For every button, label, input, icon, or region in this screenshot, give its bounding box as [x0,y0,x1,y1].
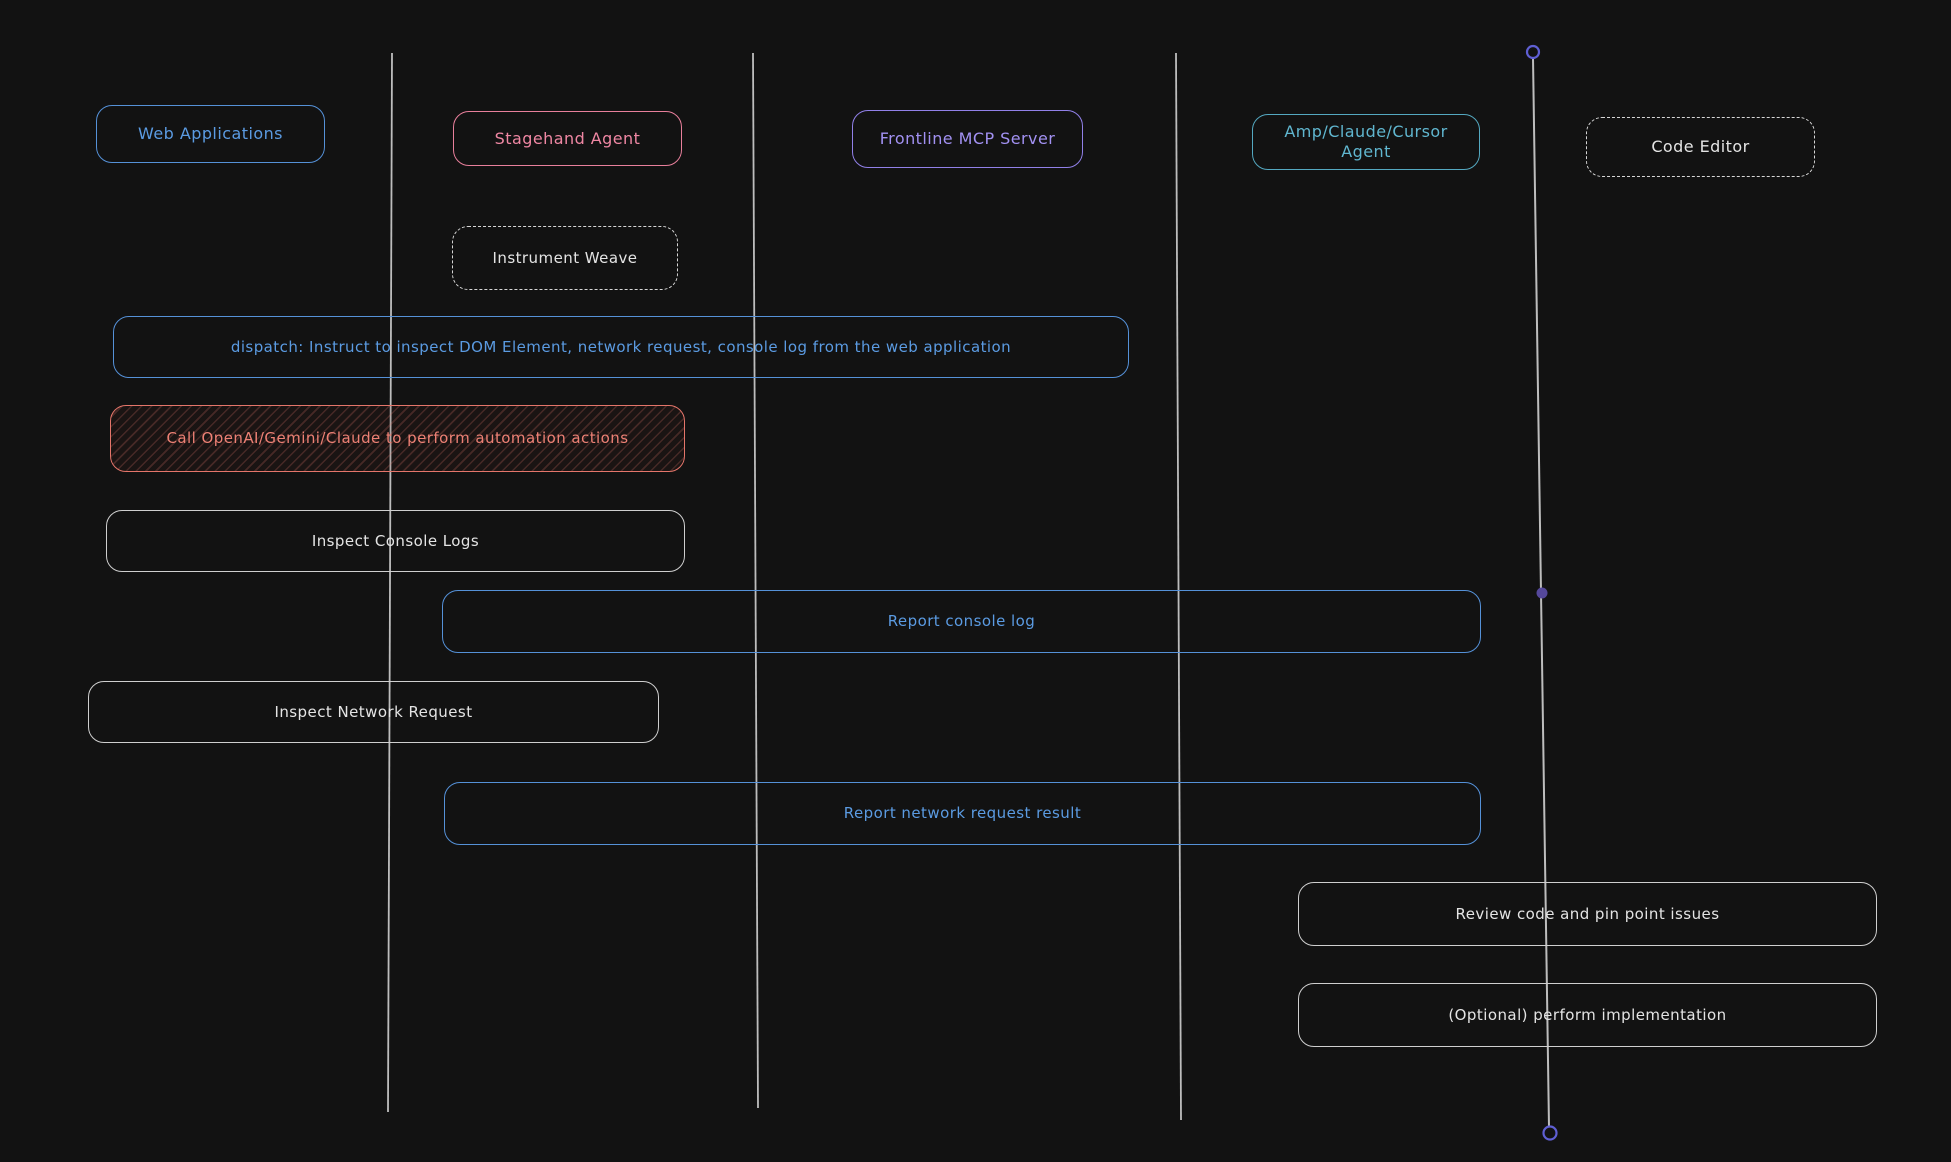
code-editor-connector-bottom-circle [1542,1125,1558,1141]
msg-label-inspect-console-logs: Inspect Console Logs [311,531,480,550]
msg-label-dispatch-instruct: dispatch: Instruct to inspect DOM Elemen… [230,337,1012,356]
msg-label-call-llm-automation: Call OpenAI/Gemini/Claude to perform aut… [166,429,629,448]
msg-report-console-log: Report console log [442,590,1481,653]
actor-amp-claude-cursor-agent: Amp/Claude/Cursor Agent [1252,114,1480,170]
actor-stagehand-agent: Stagehand Agent [453,111,682,166]
code-editor-connector-top-circle [1525,44,1541,60]
msg-label-report-console-log: Report console log [887,612,1036,631]
lifeline-2 [752,52,759,1109]
msg-call-llm-automation: Call OpenAI/Gemini/Claude to perform aut… [110,405,685,472]
actor-label-web-applications: Web Applications [138,124,283,143]
lifeline-3 [1175,52,1182,1121]
msg-review-code-pin-point-issues: Review code and pin point issues [1298,882,1877,946]
actor-web-applications: Web Applications [96,105,325,163]
note-instrument-weave: Instrument Weave [452,226,678,290]
msg-inspect-network-request: Inspect Network Request [88,681,659,743]
note-label-instrument-weave: Instrument Weave [492,248,638,267]
actor-frontline-mcp-server: Frontline MCP Server [852,110,1083,168]
msg-label-report-network-request-result: Report network request result [843,804,1082,823]
msg-inspect-console-logs: Inspect Console Logs [106,510,685,572]
msg-report-network-request-result: Report network request result [444,782,1481,845]
actor-code-editor: Code Editor [1586,117,1815,177]
code-editor-connector-mid-dot [1536,587,1548,599]
msg-label-review-code-pin-point-issues: Review code and pin point issues [1455,904,1720,923]
msg-label-optional-perform-implementation: (Optional) perform implementation [1448,1005,1727,1024]
msg-optional-perform-implementation: (Optional) perform implementation [1298,983,1877,1047]
actor-label-stagehand-agent: Stagehand Agent [494,128,641,148]
actor-label-frontline-mcp-server: Frontline MCP Server [879,129,1056,148]
msg-dispatch-instruct: dispatch: Instruct to inspect DOM Elemen… [113,316,1129,378]
actor-label-amp-claude-cursor-agent: Amp/Claude/Cursor Agent [1284,122,1448,161]
lifeline-1 [387,52,393,1113]
msg-label-inspect-network-request: Inspect Network Request [274,702,473,721]
actor-label-code-editor: Code Editor [1651,137,1750,156]
